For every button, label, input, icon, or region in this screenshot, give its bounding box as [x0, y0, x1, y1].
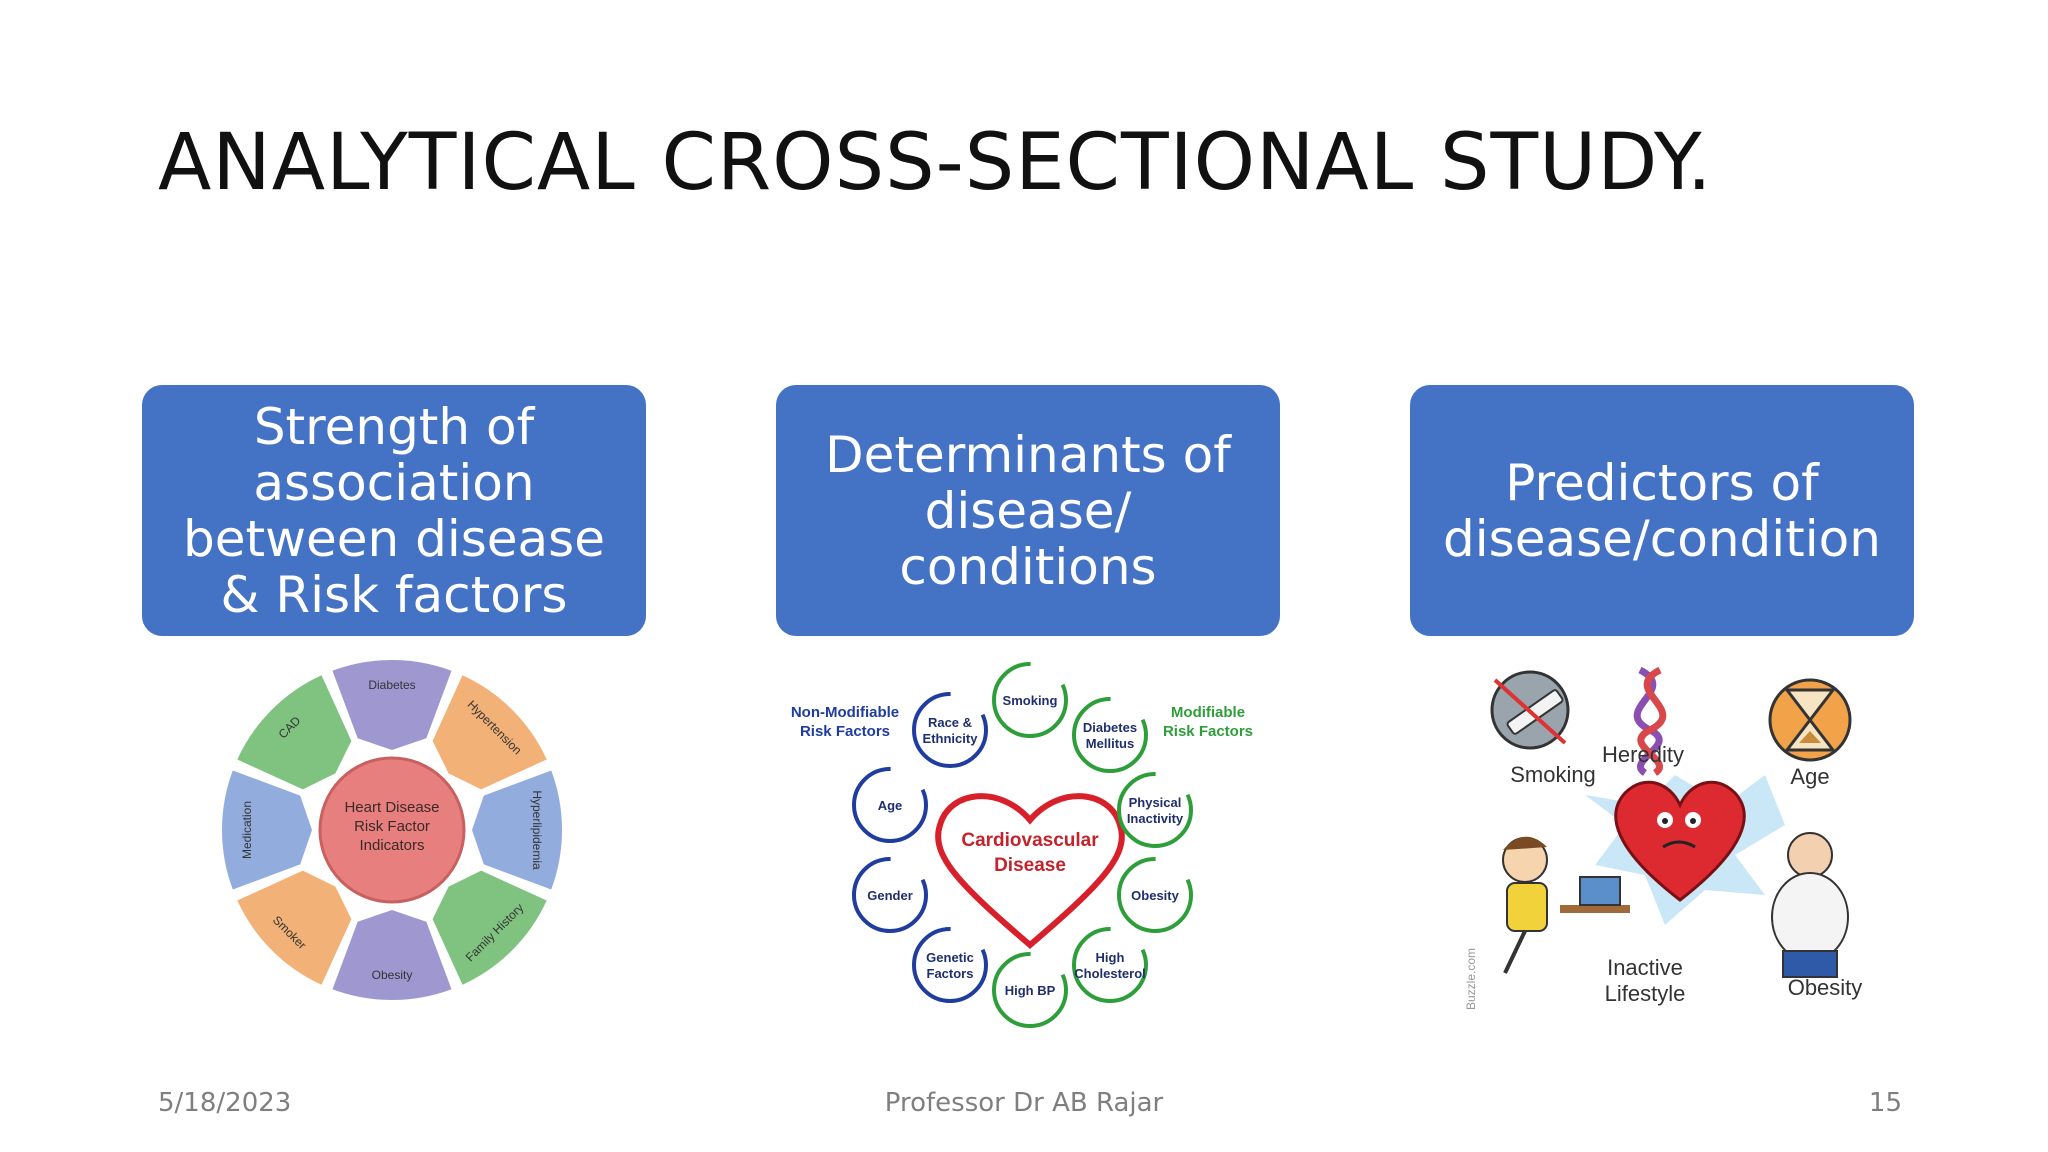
wheel-segment-label: Diabetes — [368, 678, 415, 692]
non-modifiable-factor-label: Genetic — [926, 950, 974, 965]
cvd-center-line: Cardiovascular — [961, 830, 1099, 851]
inactive-person-icon — [1502, 836, 1630, 974]
modifiable-factor-label: Diabetes — [1083, 720, 1137, 735]
non-modifiable-factor-label: Age — [878, 798, 903, 813]
cvd-center-line: Disease — [994, 855, 1066, 876]
wheel-segment — [237, 675, 352, 790]
hourglass-age-icon — [1768, 678, 1852, 762]
predictor-label: Obesity — [1788, 975, 1863, 1000]
modifiable-factor-circle — [1117, 857, 1193, 933]
non-modifiable-factor-circle — [912, 692, 988, 768]
modifiable-factor-circle — [992, 952, 1068, 1028]
modifiable-factor-label: Physical — [1129, 795, 1182, 810]
wheel-segments: DiabetesHypertensionHyperlipidemiaFamily… — [222, 660, 562, 1000]
box-text: Predictors of disease/condition — [1443, 453, 1881, 568]
footer-page-number: 15 — [1868, 1088, 1902, 1118]
modifiable-label: Risk Factors — [1163, 723, 1253, 740]
modifiable-factor-circle — [1117, 772, 1193, 848]
predictor-label: Heredity — [1602, 742, 1684, 767]
non-modifiable-factor-label: Race & — [928, 715, 972, 730]
modifiable-factor-label: High BP — [1005, 983, 1056, 998]
wheel-segment — [237, 870, 352, 985]
non-modifiable-label: Non-Modifiable — [791, 704, 899, 721]
modifiable-factor-label: Inactivity — [1127, 811, 1184, 826]
cardiovascular-risk-illustration: Non-Modifiable Risk Factors Modifiable R… — [791, 662, 1253, 1028]
wheel-segment — [332, 910, 452, 1000]
non-modifiable-label: Risk Factors — [800, 723, 890, 740]
box-text: Strength of association between disease … — [183, 397, 605, 624]
wheel-segment — [332, 660, 452, 750]
wheel-segment — [472, 770, 562, 890]
box-determinants: Determinants of disease/ conditions — [776, 385, 1280, 636]
slide-title: ANALYTICAL CROSS-SECTIONAL STUDY. — [158, 118, 1713, 208]
wheel-center-circle — [318, 756, 466, 904]
footer-author: Professor Dr AB Rajar — [884, 1088, 1164, 1118]
modifiable-factor-label: Smoking — [1003, 693, 1058, 708]
non-modifiable-factor-label: Ethnicity — [923, 731, 979, 746]
wheel-center-line: Risk Factor — [354, 818, 430, 835]
modifiable-factor-label: High — [1096, 950, 1125, 965]
modifiable-factor-label: Obesity — [1131, 888, 1179, 903]
wheel-center-line: Heart Disease — [344, 799, 439, 816]
wheel-center-line: Indicators — [359, 837, 424, 854]
non-modifiable-factor-label: Factors — [927, 966, 974, 981]
predictor-label: Lifestyle — [1605, 981, 1686, 1006]
modifiable-factor-label: Mellitus — [1086, 736, 1134, 751]
watermark-text: Buzzle.com — [1465, 948, 1478, 1010]
non-modifiable-factor-circle — [852, 767, 928, 843]
smoking-icon — [1490, 670, 1570, 750]
wheel-segment — [432, 675, 547, 790]
box-predictors: Predictors of disease/condition — [1410, 385, 1914, 636]
predictor-label: Age — [1790, 764, 1829, 789]
non-modifiable-factor-circle — [912, 927, 988, 1003]
heart-outline-icon — [935, 793, 1125, 949]
broken-heart-icon — [1585, 775, 1785, 925]
modifiable-label: Modifiable — [1171, 704, 1245, 721]
obese-person-icon — [1771, 832, 1849, 978]
predictor-label: Smoking — [1510, 762, 1596, 787]
predictors-illustration: Smoking Heredity Age Inactive Lifestyle … — [1465, 666, 1863, 1010]
modifiable-factor-circle — [1072, 927, 1148, 1003]
box-strength-of-association: Strength of association between disease … — [142, 385, 646, 636]
predictor-label: Inactive — [1607, 955, 1683, 980]
wheel-segment — [432, 870, 547, 985]
wheel-segment-label: Medication — [240, 801, 254, 859]
wheel-segment — [222, 770, 312, 890]
modifiable-factor-circle — [1072, 697, 1148, 773]
wheel-segment-label: Hyperlipidemia — [530, 790, 544, 870]
modifiable-factor-label: Cholesterol — [1074, 966, 1146, 981]
dna-heredity-icon — [1633, 666, 1667, 776]
non-modifiable-factor-circle — [852, 857, 928, 933]
non-modifiable-factor-label: Gender — [867, 888, 913, 903]
box-text: Determinants of disease/ conditions — [825, 425, 1231, 596]
wheel-segment-label: Obesity — [372, 968, 413, 982]
modifiable-factor-circle — [992, 662, 1068, 738]
footer-date: 5/18/2023 — [158, 1088, 292, 1118]
risk-factor-wheel-illustration: DiabetesHypertensionHyperlipidemiaFamily… — [222, 660, 562, 1000]
